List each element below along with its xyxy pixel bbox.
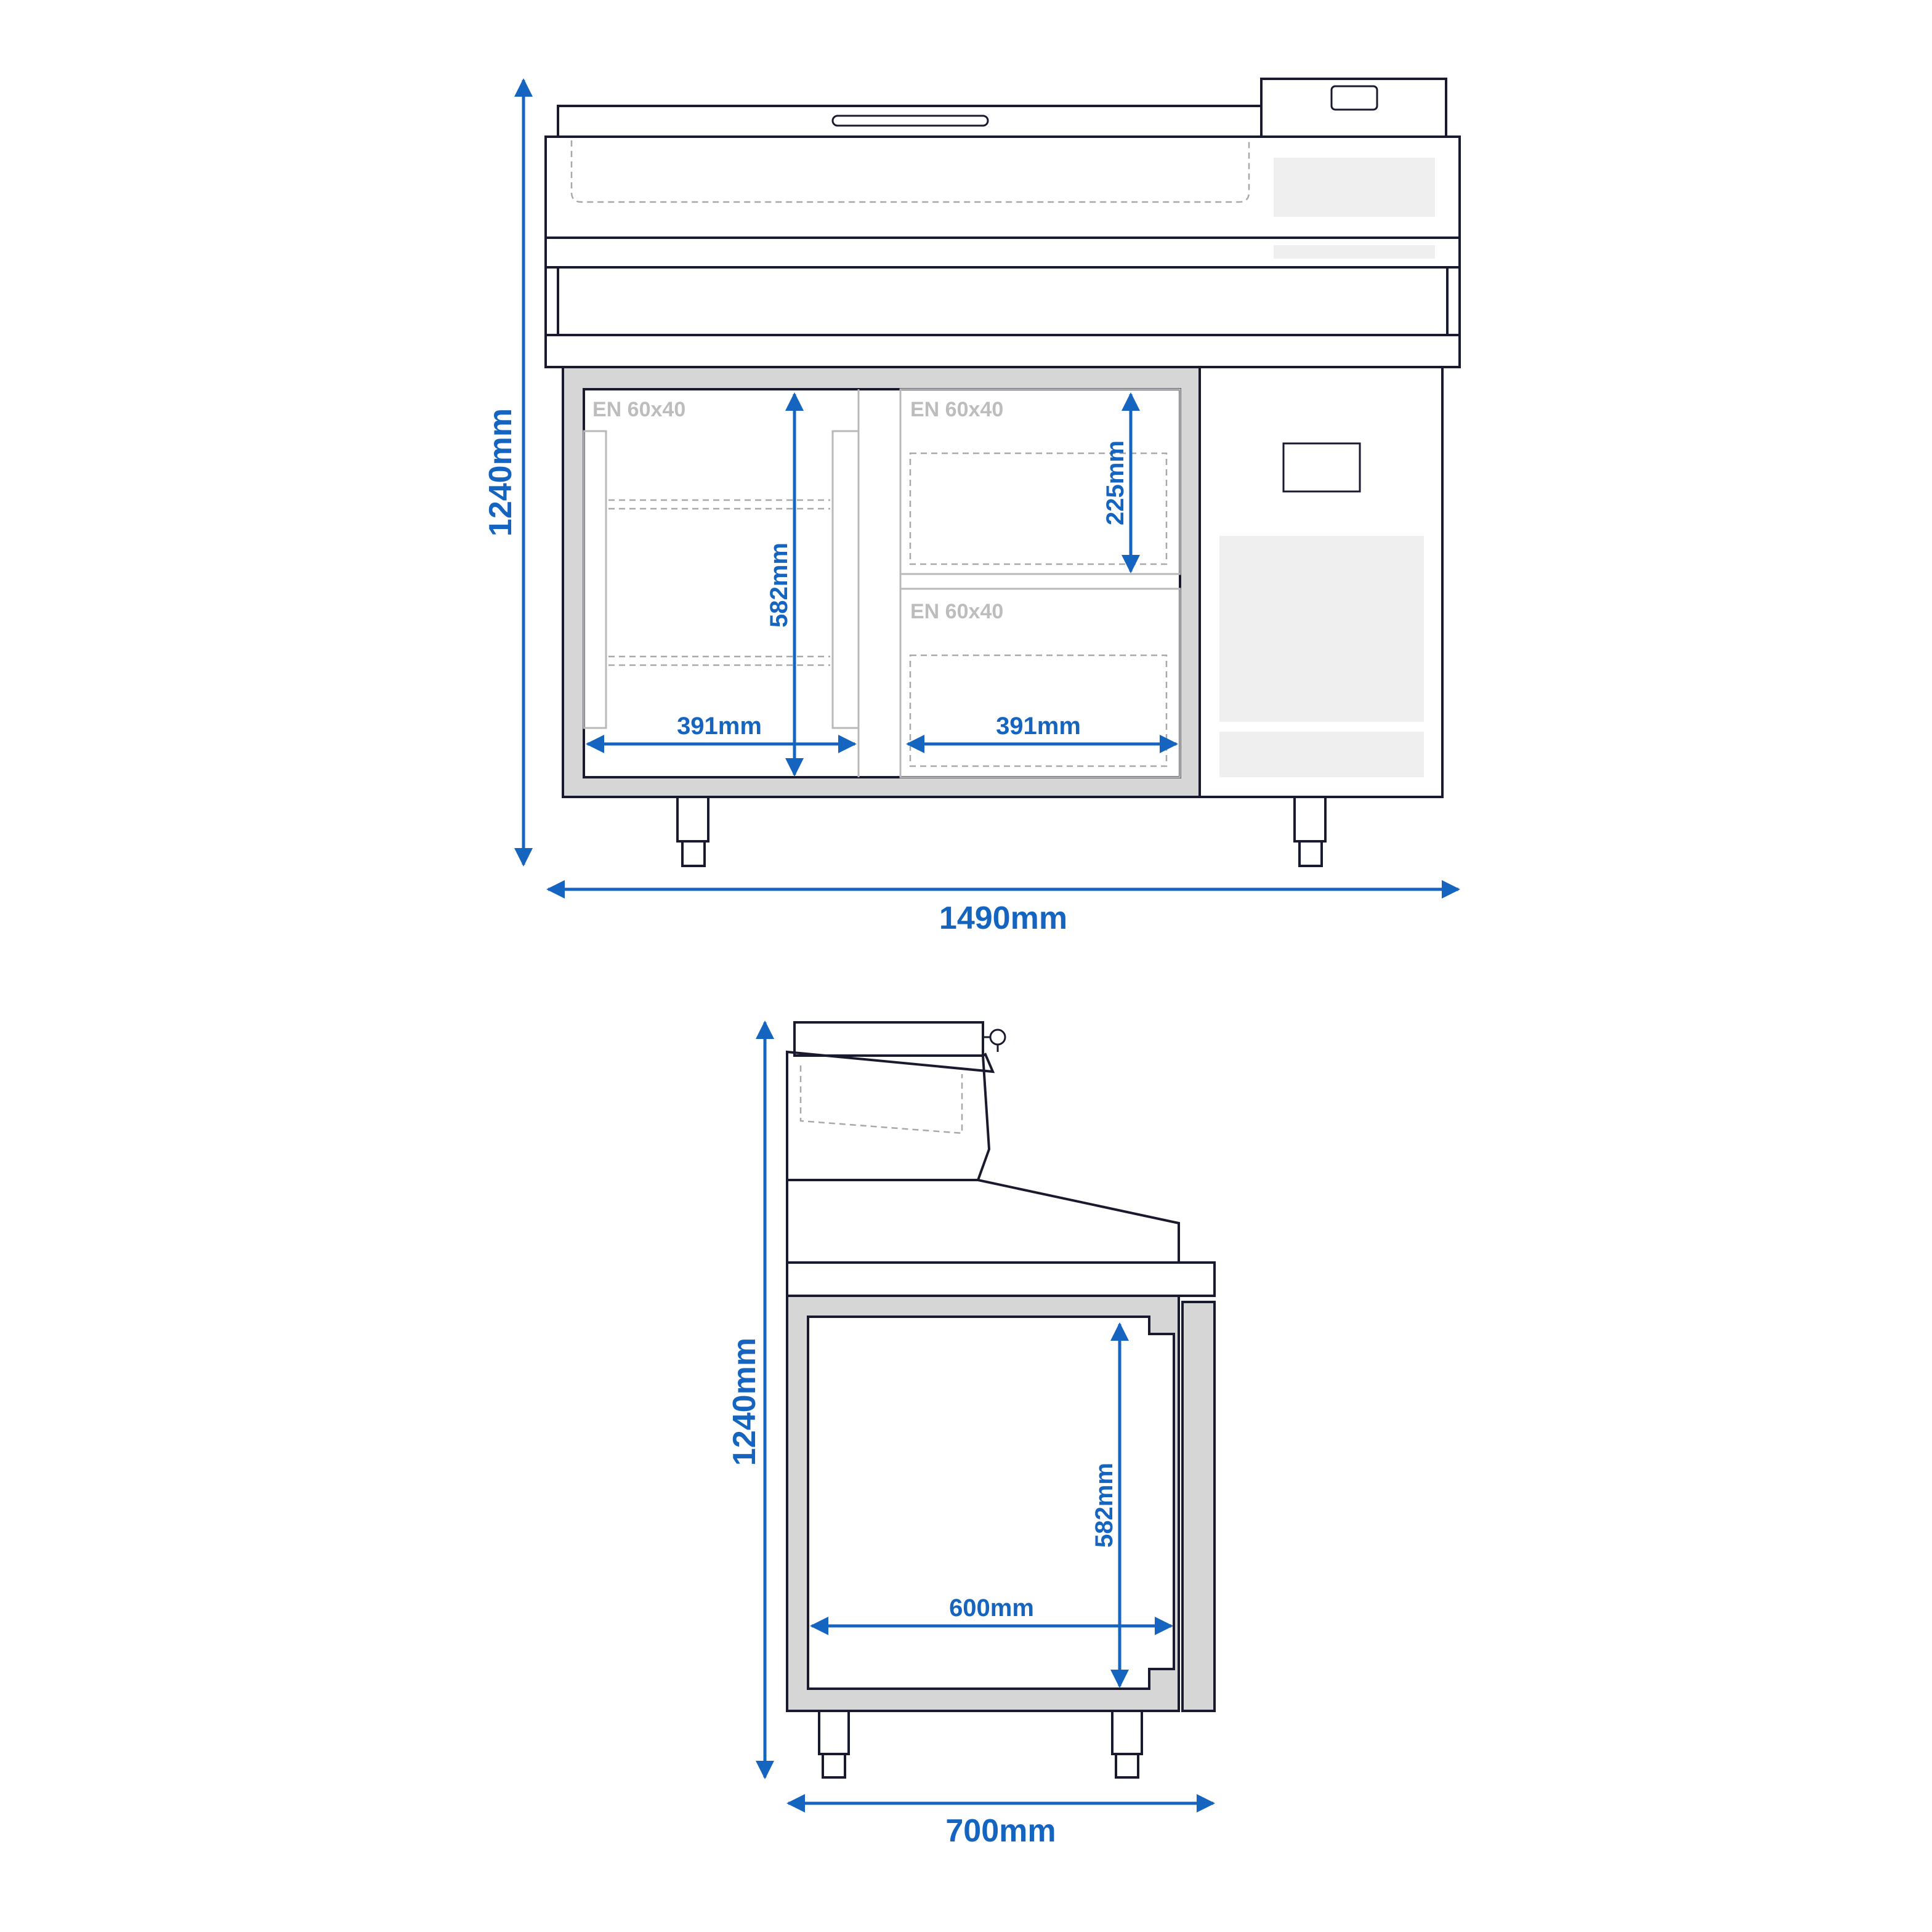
side-dim-height-label: 1240mm bbox=[727, 1338, 762, 1466]
side-worktop bbox=[786, 1261, 1216, 1297]
lid-top bbox=[557, 105, 1263, 138]
dim-right-width-label: 391mm bbox=[996, 713, 1081, 740]
side-dim-interior-height-label: 582mm bbox=[1091, 1463, 1118, 1548]
control-panel bbox=[1282, 442, 1361, 493]
gn-pan-outline bbox=[570, 140, 1250, 203]
display-screen bbox=[1330, 85, 1378, 111]
side-dim-depth-label: 700mm bbox=[945, 1813, 1056, 1849]
side-slope bbox=[786, 1179, 1180, 1264]
control-box bbox=[1260, 78, 1447, 138]
rail bbox=[544, 236, 1461, 269]
worktop bbox=[544, 334, 1461, 368]
side-dim-interior-depth-label: 600mm bbox=[949, 1595, 1034, 1622]
gn-label-right-upper: EN 60x40 bbox=[910, 398, 1003, 421]
side-door bbox=[1181, 1301, 1216, 1712]
gn-label-right-lower: EN 60x40 bbox=[910, 600, 1003, 623]
dim-interior-height-label: 582mm bbox=[766, 543, 793, 628]
gn-label-left: EN 60x40 bbox=[592, 398, 685, 421]
dim-width-label: 1490mm bbox=[939, 900, 1067, 936]
side-view: 1240mm 700mm 582mm 600mm bbox=[727, 1021, 1216, 1849]
dim-left-width-label: 391mm bbox=[677, 713, 762, 740]
side-panel bbox=[1274, 158, 1435, 217]
dim-drawer-height-label: 225mm bbox=[1102, 440, 1129, 525]
drawer-lower bbox=[899, 588, 1181, 778]
side-lid bbox=[793, 1021, 984, 1057]
cooling-compartment-opening bbox=[583, 388, 1181, 778]
front-view: EN 60x40 EN 60x40 EN 60x40 1240mm 1490mm… bbox=[483, 78, 1461, 936]
dim-height-label: 1240mm bbox=[483, 408, 519, 536]
vent-grille bbox=[1219, 536, 1424, 722]
vent-grille-lower bbox=[1219, 732, 1424, 777]
drawer-upper bbox=[899, 388, 1181, 575]
lid-handle bbox=[831, 115, 989, 127]
side-interior bbox=[807, 1316, 1175, 1690]
